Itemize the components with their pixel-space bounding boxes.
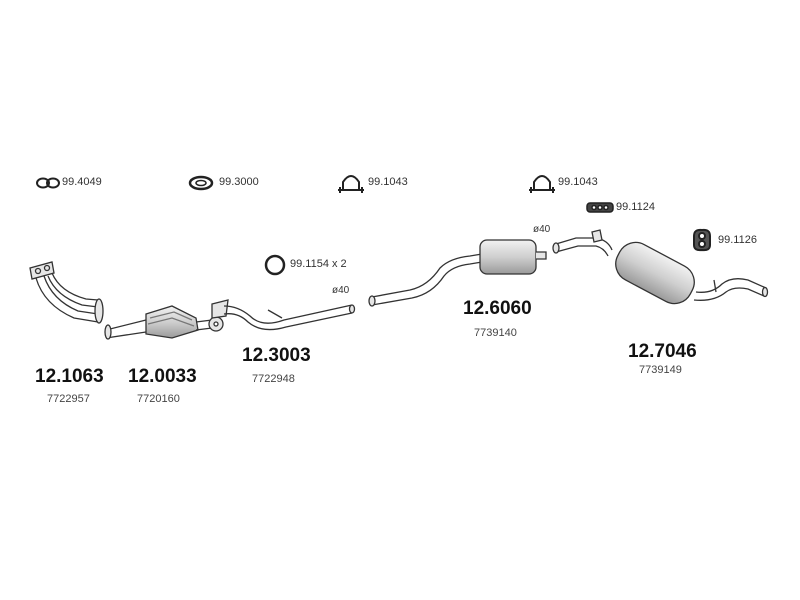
oe-number: 7720160 — [137, 393, 180, 405]
accessory-code: 99.4049 — [62, 176, 102, 188]
part-number: 12.0033 — [128, 366, 197, 387]
accessory-code: 99.1154 x 2 — [290, 258, 347, 270]
front-downpipe — [29, 261, 104, 324]
catalytic-converter — [104, 305, 224, 340]
u-bolt-clamp-icon — [529, 175, 555, 193]
pipe-diameter: ø40 — [533, 224, 551, 235]
accessory-code: 99.1043 — [558, 176, 598, 188]
accessory-code: 99.1126 — [718, 234, 757, 246]
oe-number: 7722957 — [47, 393, 90, 405]
rubber-bracket-icon — [586, 202, 614, 213]
middle-silencer — [368, 239, 547, 307]
pipe-diameter: ø40 — [332, 285, 350, 296]
part-number: 12.6060 — [463, 298, 532, 319]
rubber-hanger-icon — [693, 228, 711, 252]
double-ring-clamp-icon — [36, 177, 60, 189]
oe-number: 7722948 — [252, 373, 295, 385]
u-bolt-clamp-icon — [338, 175, 364, 193]
part-number: 12.3003 — [242, 345, 311, 366]
accessory-code: 99.3000 — [219, 176, 259, 188]
gasket-ring-icon — [188, 175, 214, 191]
rear-silencer — [552, 229, 769, 305]
o-ring-icon — [264, 254, 286, 276]
part-number: 12.1063 — [35, 366, 104, 387]
intermediate-pipe — [211, 299, 356, 331]
part-number: 12.7046 — [628, 341, 697, 362]
accessory-code: 99.1124 — [616, 201, 655, 213]
oe-number: 7739149 — [639, 364, 682, 376]
accessory-code: 99.1043 — [368, 176, 408, 188]
oe-number: 7739140 — [474, 327, 517, 339]
